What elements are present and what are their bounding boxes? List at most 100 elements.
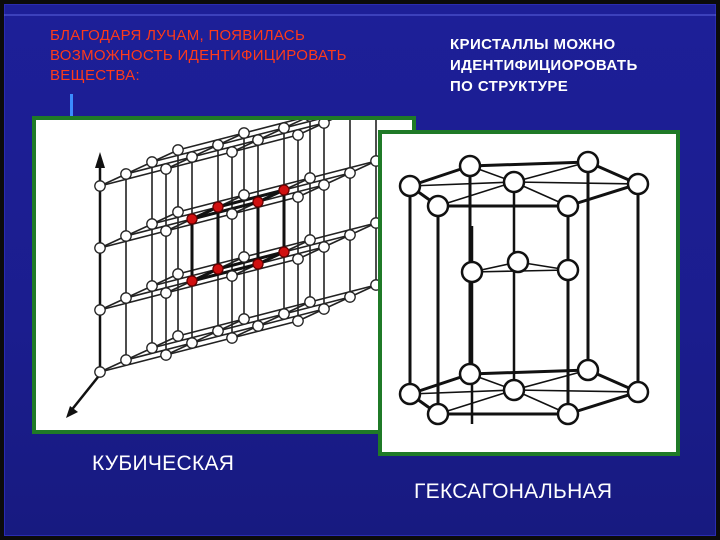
lattice-bond [99,292,167,311]
lattice-bond [243,301,311,320]
lattice-bond [191,139,259,158]
lattice-atom [344,229,356,241]
hexagonal-lattice-panel [378,130,680,456]
lattice-atom [252,320,264,332]
heading-left: БЛАГОДАРЯ ЛУЧАМ, ПОЯВИЛАСЬ ВОЗМОЖНОСТЬ И… [50,27,347,84]
bottom-center-bond [513,389,639,393]
lattice-bond [283,234,351,253]
lattice-atom [226,208,238,220]
lattice-atom [226,332,238,344]
lattice-bond [217,313,285,332]
lattice-atom [120,354,132,366]
unit-cell-edge [191,262,259,283]
lattice-atom [226,270,238,282]
bottom-center-bond [437,389,515,415]
lattice-bond [309,160,377,179]
lattice-atom [212,325,224,337]
lattice-bond [151,268,219,287]
lattice-atom [238,251,250,263]
top-center-bond [513,181,639,185]
lattice-atom [292,253,304,265]
hex-atom-top [556,194,580,218]
lattice-atom [344,167,356,179]
caption-hex: ГЕКСАГОНАЛЬНАЯ [414,480,613,503]
caption-cubic: КУБИЧЕСКАЯ [92,452,235,475]
depth-axis [69,371,103,413]
lattice-bond [191,325,259,344]
lattice-bond [243,239,311,258]
lattice-bond [165,337,233,356]
vertical-axis-arrowhead [95,152,105,168]
lattice-atom [146,156,158,168]
lattice-atom [238,189,250,201]
lattice-bond [99,354,167,373]
lattice-atom [292,129,304,141]
hex-atom-middle [506,250,530,274]
top-center-bond [437,181,515,207]
lattice-atom [146,280,158,292]
lattice-atom [120,292,132,304]
depth-axis-arrowhead [66,406,78,418]
lattice-atom [238,127,250,139]
unit-cell-atom [186,213,198,225]
bottom-center-bond [409,389,515,395]
unit-cell-atom [252,196,264,208]
lattice-atom [94,304,106,316]
lattice-atom [160,163,172,175]
lattice-bond [165,275,233,294]
lattice-bond [231,258,299,277]
unit-cell-atom [252,258,264,270]
hex-atom-top [458,154,482,178]
lattice-bond [231,134,299,153]
lattice-atom [238,313,250,325]
cubic-lattice-diagram [66,120,397,418]
lattice-bond [243,120,298,134]
accent-bar [70,94,73,120]
lattice-atom [186,151,198,163]
lattice-atom [160,225,172,237]
lattice-bond [257,122,325,141]
lattice-bond [125,218,193,237]
lattice-atom [94,366,106,378]
heading-right: КРИСТАЛЛЫ МОЖНО ИДЕНТИФИЦИОРОВАТЬ ПО СТР… [450,36,638,95]
hex-atom-bottom [556,402,580,426]
lattice-atom [120,230,132,242]
hex-atom-middle [556,258,580,282]
hexagon-edge-bottom [567,390,639,416]
lattice-atom [278,308,290,320]
lattice-bond [177,318,245,337]
bottom-center-bond [513,369,589,391]
lattice-atom [292,315,304,327]
lattice-bond [125,342,193,361]
lattice-bond [99,168,167,187]
lattice-bond [309,284,377,303]
lattice-atom [120,168,132,180]
unit-cell-edge [217,188,285,209]
lattice-bond [125,280,193,299]
lattice-atom [318,179,330,191]
lattice-atom [172,268,184,280]
slide: БЛАГОДАРЯ ЛУЧАМ, ПОЯВИЛАСЬ ВОЗМОЖНОСТЬ И… [4,4,716,536]
hex-atom-bottom-center [502,378,526,402]
lattice-atom [160,287,172,299]
lattice-bond [283,296,351,315]
lattice-bond [99,230,167,249]
lattice-bond [151,330,219,349]
hex-atom-bottom [458,362,482,386]
lattice-atom [278,122,290,134]
lattice-bond [243,177,311,196]
top-center-bond [409,181,515,187]
hex-atom-middle [460,260,484,284]
lattice-atom [304,296,316,308]
lattice-bond [177,256,245,275]
top-divider [4,14,716,16]
lattice-atom [186,337,198,349]
lattice-bond [151,206,219,225]
unit-cell-atom [278,184,290,196]
lattice-atom [318,303,330,315]
lattice-bond [257,246,325,265]
hex-atom-bottom [576,358,600,382]
hex-atom-bottom [626,380,650,404]
lattice-bond [125,156,193,175]
lattice-bond [151,144,219,163]
